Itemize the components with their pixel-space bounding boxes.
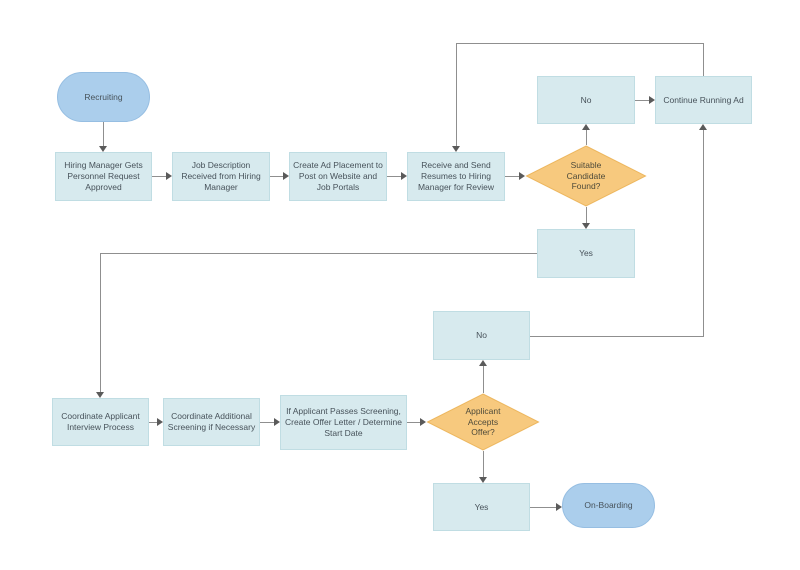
connector-no2-up xyxy=(703,130,704,336)
node-step-jd-label: Job Description Received from Hiring Man… xyxy=(181,160,261,192)
connector-yes-across xyxy=(100,253,537,254)
node-yes-candidate: Yes xyxy=(537,229,635,278)
node-step-jd: Job Description Received from Hiring Man… xyxy=(172,152,270,201)
connector-continue-up xyxy=(703,43,704,76)
node-no-offer: No xyxy=(433,311,530,360)
node-step-request: Hiring Manager Gets Personnel Request Ap… xyxy=(55,152,152,201)
connector-decision2-to-yes xyxy=(483,451,484,477)
node-step-interview-label: Coordinate Applicant Interview Process xyxy=(61,411,140,432)
arrowhead-up-icon xyxy=(582,124,590,130)
arrowhead-down-icon xyxy=(452,146,460,152)
connector-yes2-to-onboarding xyxy=(530,507,556,508)
node-yes-offer-label: Yes xyxy=(474,501,489,512)
arrowhead-right-icon xyxy=(420,418,426,426)
connector-decision-to-no xyxy=(586,130,587,145)
connector-request-to-jd xyxy=(152,176,166,177)
node-step-offer-label: If Applicant Passes Screening, Create Of… xyxy=(284,406,402,438)
arrowhead-down-icon xyxy=(99,146,107,152)
diamond-shape xyxy=(426,393,540,451)
connector-decision-to-yes xyxy=(586,207,587,223)
arrowhead-down-icon xyxy=(479,477,487,483)
connector-interview-to-screening xyxy=(149,422,157,423)
node-step-resumes: Receive and Send Resumes to Hiring Manag… xyxy=(407,152,505,201)
node-recruiting-label: Recruiting xyxy=(84,91,123,102)
node-continue-ad-label: Continue Running Ad xyxy=(663,94,744,105)
arrowhead-up-icon xyxy=(479,360,487,366)
decision-applicant-accepts: Applicant Accepts Offer? xyxy=(426,393,540,451)
arrowhead-right-icon xyxy=(283,172,289,180)
node-step-interview: Coordinate Applicant Interview Process xyxy=(52,398,149,446)
decision-applicant-accepts-label: Applicant Accepts Offer? xyxy=(465,405,501,438)
connector-no-to-continue xyxy=(635,100,649,101)
connector-continue-across xyxy=(456,43,704,44)
node-no-candidate: No xyxy=(537,76,635,124)
connector-recruiting-to-request xyxy=(103,122,104,146)
arrowhead-down-icon xyxy=(96,392,104,398)
node-step-request-label: Hiring Manager Gets Personnel Request Ap… xyxy=(64,160,143,192)
arrowhead-right-icon xyxy=(166,172,172,180)
connector-screening-to-offer xyxy=(260,422,274,423)
arrowhead-right-icon xyxy=(556,503,562,511)
node-step-resumes-label: Receive and Send Resumes to Hiring Manag… xyxy=(417,160,495,192)
node-step-ad-label: Create Ad Placement to Post on Website a… xyxy=(293,160,383,192)
connector-resumes-to-decision xyxy=(505,176,519,177)
node-yes-candidate-label: Yes xyxy=(579,248,593,259)
arrowhead-right-icon xyxy=(157,418,163,426)
connector-jd-to-ad xyxy=(270,176,283,177)
node-continue-ad: Continue Running Ad xyxy=(655,76,752,124)
node-onboarding: On-Boarding xyxy=(562,483,655,528)
node-recruiting: Recruiting xyxy=(57,72,150,122)
node-no-candidate-label: No xyxy=(580,94,592,105)
decision-suitable-candidate-label: Suitable Candidate Found? xyxy=(566,159,606,192)
arrowhead-right-icon xyxy=(649,96,655,104)
node-step-ad: Create Ad Placement to Post on Website a… xyxy=(289,152,387,201)
connector-yes-down xyxy=(100,253,101,392)
connector-decision2-to-no xyxy=(483,366,484,393)
arrowhead-right-icon xyxy=(274,418,280,426)
connector-no2-across xyxy=(530,336,704,337)
node-no-offer-label: No xyxy=(476,330,487,341)
decision-suitable-candidate: Suitable Candidate Found? xyxy=(525,145,647,207)
connector-offer-to-decision xyxy=(407,422,420,423)
node-step-screening: Coordinate Additional Screening if Neces… xyxy=(163,398,260,446)
connector-ad-to-resumes xyxy=(387,176,401,177)
arrowhead-right-icon xyxy=(519,172,525,180)
arrowhead-down-icon xyxy=(582,223,590,229)
node-yes-offer: Yes xyxy=(433,483,530,531)
arrowhead-right-icon xyxy=(401,172,407,180)
diamond-shape xyxy=(525,145,647,207)
node-step-screening-label: Coordinate Additional Screening if Neces… xyxy=(167,411,256,432)
arrowhead-up-icon xyxy=(699,124,707,130)
node-step-offer: If Applicant Passes Screening, Create Of… xyxy=(280,395,407,450)
node-onboarding-label: On-Boarding xyxy=(584,500,633,511)
connector-continue-down xyxy=(456,43,457,146)
